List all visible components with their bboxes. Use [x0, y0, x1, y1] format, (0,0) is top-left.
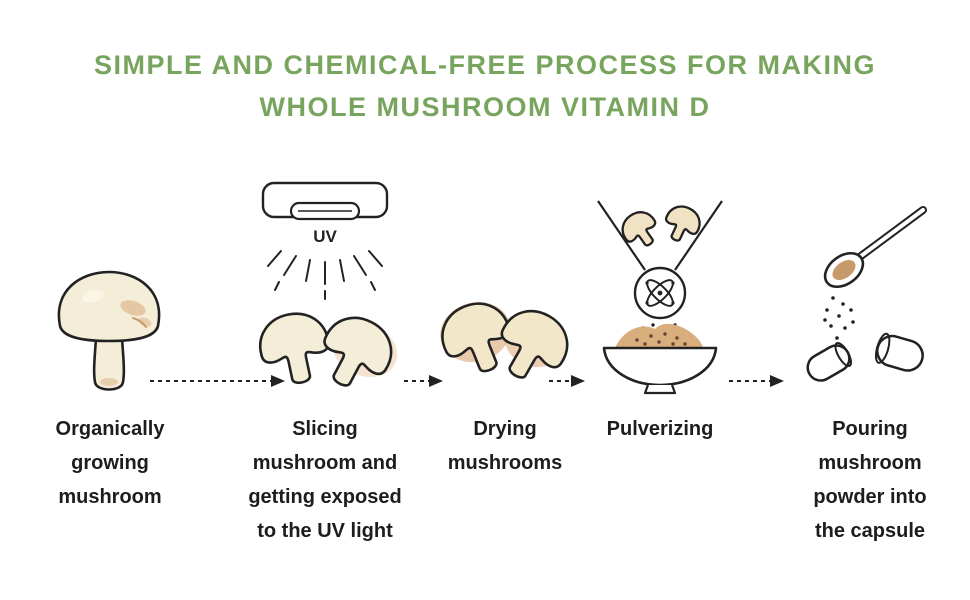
step-2-illustration: UV — [225, 165, 425, 400]
step-drying-mushrooms: Drying mushrooms — [430, 165, 580, 480]
whole-mushroom-icon — [57, 270, 161, 391]
step-1-label: Organically growing mushroom — [55, 418, 165, 508]
mushroom-grinder-bowl-icon — [597, 200, 723, 395]
uv-lamp-sliced-mushrooms-icon: UV — [253, 181, 404, 400]
falling-powder-dots-icon — [823, 296, 855, 340]
title-line-1: SIMPLE AND CHEMICAL-FREE PROCESS FOR MAK… — [93, 50, 877, 80]
powder-dots-icon — [635, 332, 687, 346]
capsule-half-left-icon — [806, 341, 853, 382]
title-line-2: WHOLE MUSHROOM VITAMIN D — [259, 92, 711, 122]
uv-rays-icon — [267, 250, 383, 300]
step-5-label: Pouring mushroom powder into the capsule — [813, 418, 927, 542]
uv-label: UV — [313, 227, 337, 246]
step-3-label: Drying mushrooms — [447, 418, 563, 474]
step-3-illustration — [430, 165, 580, 400]
dried-mushroom-slices-icon — [431, 292, 580, 394]
step-pulverizing: Pulverizing — [580, 165, 740, 446]
page-title: SIMPLE AND CHEMICAL-FREE PROCESS FOR MAK… — [0, 44, 970, 128]
step-organically-growing-mushroom: Organically growing mushroom — [30, 165, 190, 514]
capsule-half-right-icon — [874, 332, 924, 372]
spoon-powder-capsule-icon — [806, 206, 927, 382]
step-pouring-into-capsule: Pouring mushroom powder into the capsule — [790, 165, 950, 548]
step-1-illustration — [30, 165, 190, 400]
step-4-illustration — [580, 165, 740, 400]
step-5-illustration — [790, 165, 950, 400]
step-2-label: Slicing mushroom and getting exposed to … — [248, 418, 402, 542]
step-4-label: Pulverizing — [606, 418, 714, 440]
step-slicing-and-uv-exposure: UV Slicing mushr — [225, 165, 425, 548]
